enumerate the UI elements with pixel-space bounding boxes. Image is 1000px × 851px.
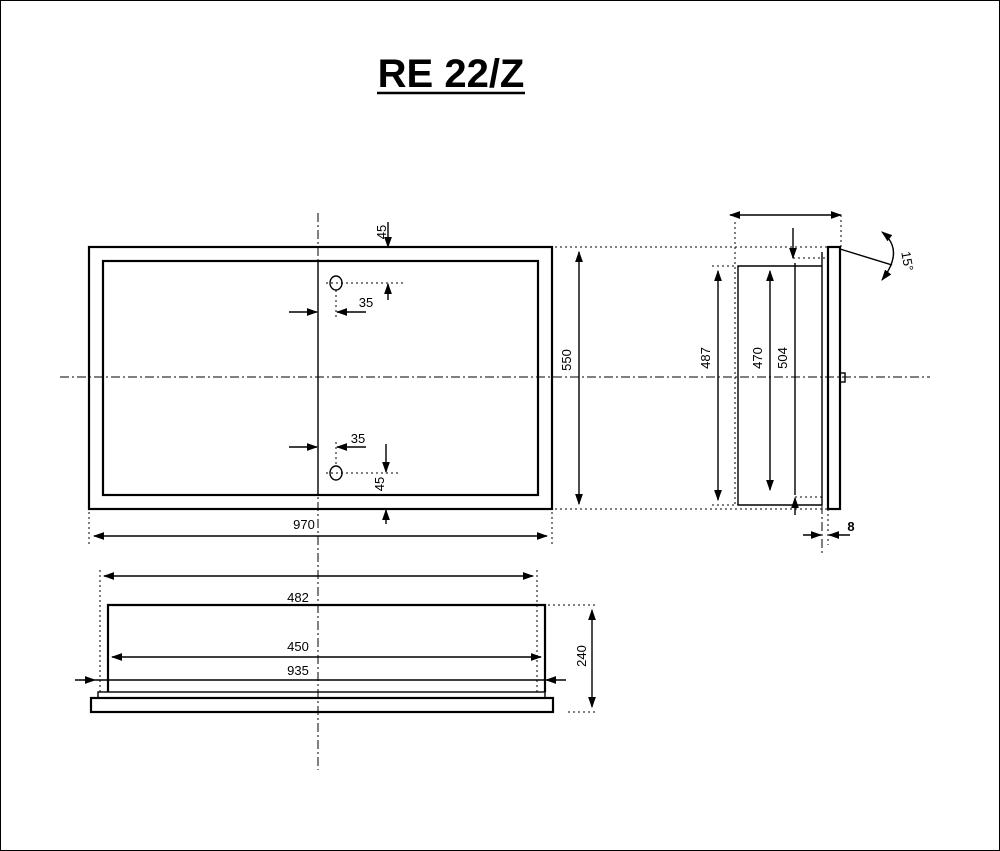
side-door-panel (826, 245, 842, 511)
dim-935-label: 935 (287, 663, 309, 678)
dim-450-label: 450 (287, 639, 309, 654)
side-view: 15° 487 470 504 8 (698, 211, 917, 555)
front-inner-panel (101, 259, 540, 497)
title-block: RE 22/Z (377, 52, 525, 96)
door-open-line (839, 248, 893, 266)
top-box-outline (106, 603, 547, 692)
front-outer-frame (87, 245, 554, 511)
side-handle (839, 372, 846, 383)
dim-504-label: 504 (775, 347, 790, 369)
drawing-title: RE 22/Z (378, 52, 525, 96)
dim-487-label: 487 (698, 347, 713, 369)
dim-482-label: 482 (287, 590, 309, 605)
top-view: 482 450 935 240 (75, 570, 598, 714)
dim-470-label: 470 (750, 347, 765, 369)
dim-240-label: 240 (574, 645, 589, 667)
dim-45-top-label: 45 (374, 225, 389, 239)
top-door-plate (89, 696, 555, 714)
dim-550-label: 550 (559, 349, 574, 371)
angle-arc (881, 231, 895, 281)
dim-35-top-label: 35 (359, 295, 373, 310)
front-view: 45 35 35 45 550 970 (60, 213, 930, 770)
dim-45-bottom-label: 45 (372, 477, 387, 491)
dim-8-label: 8 (847, 519, 854, 534)
angle-label: 15° (898, 250, 916, 272)
dim-970-label: 970 (293, 517, 315, 532)
dim-35-bottom-label: 35 (351, 431, 365, 446)
